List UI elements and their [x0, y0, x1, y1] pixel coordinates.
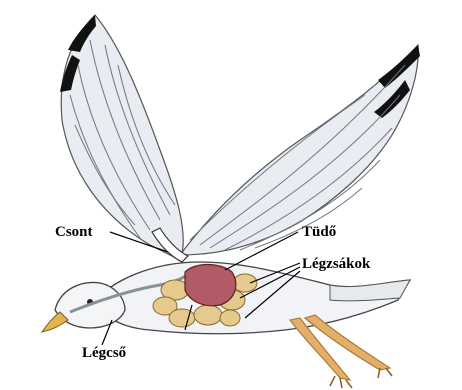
- lung-shape: [185, 265, 236, 306]
- right-wing: [180, 45, 420, 255]
- label-air-sacs: Légzsákok: [302, 257, 370, 272]
- label-trachea: Légcső: [82, 346, 126, 361]
- legs: [290, 315, 392, 388]
- label-lung: Tüdő: [302, 225, 336, 240]
- body: [95, 262, 410, 334]
- label-bone: Csont: [55, 225, 93, 240]
